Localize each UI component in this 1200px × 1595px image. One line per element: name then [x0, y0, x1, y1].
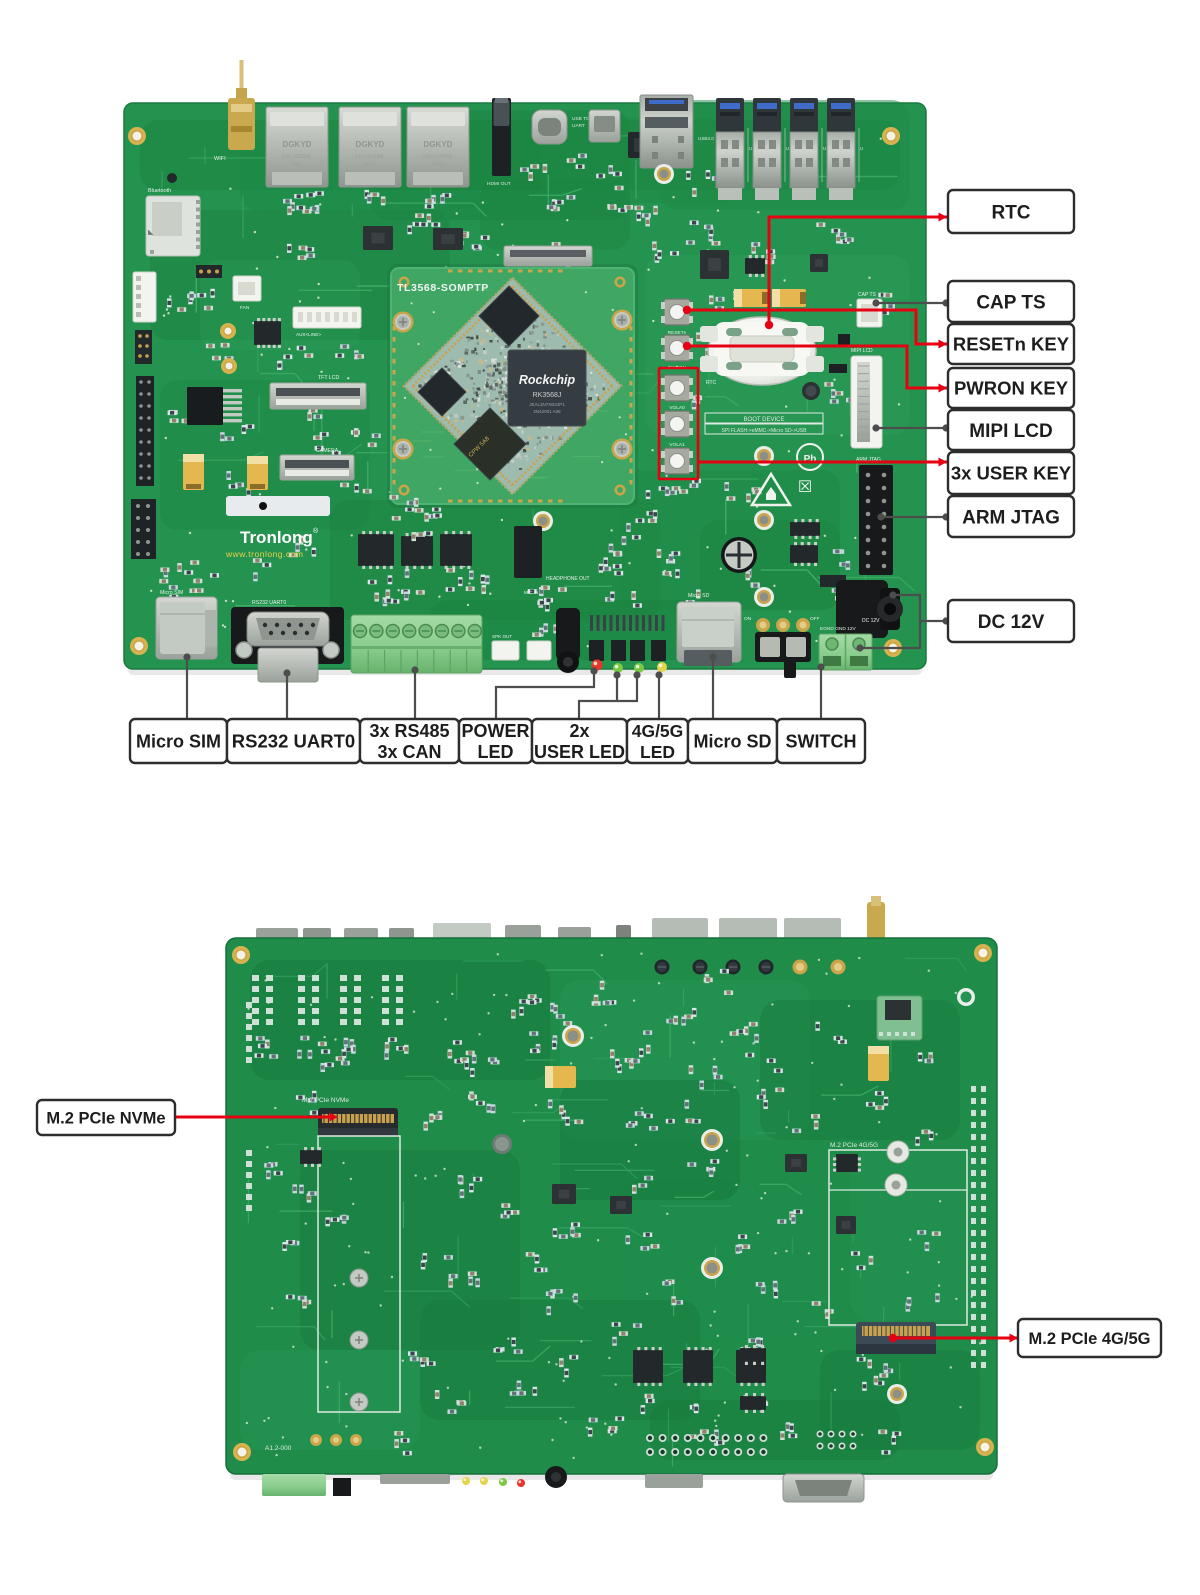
svg-text:U: U: [823, 146, 826, 151]
svg-text:RESETn KEY: RESETn KEY: [953, 334, 1070, 355]
svg-text:A1.2-000: A1.2-000: [265, 1445, 292, 1452]
svg-text:RTC: RTC: [706, 380, 717, 386]
svg-text:U: U: [786, 146, 789, 151]
svg-text:M.2 PCIe NVMe: M.2 PCIe NVMe: [302, 1097, 349, 1104]
svg-text:SPI FLASH->eMMC->Micro SD->USB: SPI FLASH->eMMC->Micro SD->USB: [722, 428, 808, 434]
svg-text:3x RS485: 3x RS485: [369, 721, 449, 741]
svg-text:USB2.0 HOST1: USB2.0 HOST1: [698, 136, 731, 141]
svg-text:SPK OUT: SPK OUT: [492, 634, 512, 639]
svg-text:HEADPHONE OUT: HEADPHONE OUT: [546, 576, 590, 582]
svg-text:DC 12V: DC 12V: [862, 618, 880, 624]
svg-text:SWITCH: SWITCH: [786, 732, 857, 752]
svg-text:CAP TS: CAP TS: [858, 292, 877, 298]
svg-text:RK3568J: RK3568J: [533, 392, 562, 399]
svg-text:U: U: [860, 146, 863, 151]
svg-text:ON: ON: [744, 616, 752, 622]
svg-text:LED: LED: [640, 742, 675, 762]
svg-text:LED: LED: [478, 742, 514, 762]
svg-text:BOOT DEVICE: BOOT DEVICE: [744, 417, 785, 423]
svg-text:DC 12V: DC 12V: [978, 612, 1045, 633]
svg-text:2411: 2411: [365, 162, 376, 168]
svg-text:UART: UART: [572, 123, 585, 129]
svg-text:TL3568-SOMPTP: TL3568-SOMPTP: [397, 282, 489, 294]
svg-text:RS232 UART0: RS232 UART0: [232, 731, 355, 752]
svg-text:®: ®: [313, 527, 319, 535]
svg-text:M.2 PCIe NVMe: M.2 PCIe NVMe: [46, 1109, 165, 1127]
svg-text:M.2 PCIe 4G/5G: M.2 PCIe 4G/5G: [1029, 1330, 1151, 1348]
svg-text:U: U: [749, 146, 752, 151]
svg-text:Pb: Pb: [804, 454, 817, 465]
svg-text:DGKYD: DGKYD: [283, 140, 312, 149]
svg-text:2x: 2x: [569, 721, 589, 741]
svg-text:ARM JTAG: ARM JTAG: [856, 457, 881, 463]
svg-text:3x USER KEY: 3x USER KEY: [951, 463, 1072, 484]
svg-text:Tronlong: Tronlong: [240, 528, 313, 547]
svg-text:TFT LCD: TFT LCD: [318, 375, 339, 381]
svg-text:Micro SIM: Micro SIM: [136, 732, 221, 752]
svg-text:Micro SIM: Micro SIM: [160, 590, 183, 596]
svg-text:MIPI LCD: MIPI LCD: [969, 421, 1052, 442]
svg-text:◣: ◣: [148, 229, 154, 236]
svg-text:DGKYD: DGKYD: [356, 140, 385, 149]
svg-text:USER LED: USER LED: [534, 742, 625, 762]
svg-text:ARM JTAG: ARM JTAG: [962, 507, 1060, 528]
svg-text:USB TO: USB TO: [572, 116, 590, 122]
svg-text:RS232 UART0: RS232 UART0: [252, 600, 286, 606]
svg-text:HDMI OUT: HDMI OUT: [487, 181, 511, 187]
svg-text:RESETn: RESETn: [668, 330, 687, 336]
svg-text:DGKYD: DGKYD: [424, 140, 453, 149]
svg-text:2411: 2411: [292, 162, 303, 168]
svg-text:Micro SD: Micro SD: [693, 732, 771, 752]
svg-text:VOLA1: VOLA1: [669, 442, 685, 448]
svg-text:4G/5G: 4G/5G: [632, 721, 684, 741]
svg-text:2411: 2411: [433, 162, 444, 168]
svg-text:AUX<LINE>: AUX<LINE>: [296, 332, 321, 337]
svg-text:☒: ☒: [798, 479, 812, 496]
svg-text:MIC IN: MIC IN: [524, 590, 538, 595]
svg-text:Rockchip: Rockchip: [519, 373, 576, 387]
svg-text:KRJ-320DNL: KRJ-320DNL: [423, 154, 453, 160]
svg-text:MIPI LCD: MIPI LCD: [851, 348, 873, 354]
svg-text:POWER: POWER: [461, 721, 529, 741]
svg-text:KRJ-320DNL: KRJ-320DNL: [282, 154, 312, 160]
svg-text:CAP TS: CAP TS: [976, 292, 1045, 313]
svg-text:M.2 PCIe 4G/5G: M.2 PCIe 4G/5G: [830, 1142, 878, 1149]
svg-text:CAMERA: CAMERA: [316, 448, 339, 454]
svg-text:Bluetooth: Bluetooth: [148, 188, 171, 194]
svg-text:www.tronlong.com: www.tronlong.com: [225, 549, 303, 559]
svg-text:RTC: RTC: [991, 202, 1030, 223]
svg-text:2N42001 A08: 2N42001 A08: [533, 409, 561, 414]
svg-text:KRJ-320DNL: KRJ-320DNL: [355, 154, 385, 160]
svg-text:Micro SD: Micro SD: [688, 593, 710, 599]
svg-text:JEAL3N7SB34P1: JEAL3N7SB34P1: [529, 402, 565, 407]
svg-text:PWRON KEY: PWRON KEY: [954, 378, 1069, 399]
svg-text:EGND GND 12V: EGND GND 12V: [820, 626, 857, 632]
svg-text:WIFI: WIFI: [214, 156, 226, 162]
svg-text:FAN: FAN: [240, 305, 250, 311]
svg-text:3x CAN: 3x CAN: [377, 742, 441, 762]
svg-text:OFF: OFF: [810, 616, 820, 622]
svg-text:VOLA0: VOLA0: [669, 405, 685, 411]
